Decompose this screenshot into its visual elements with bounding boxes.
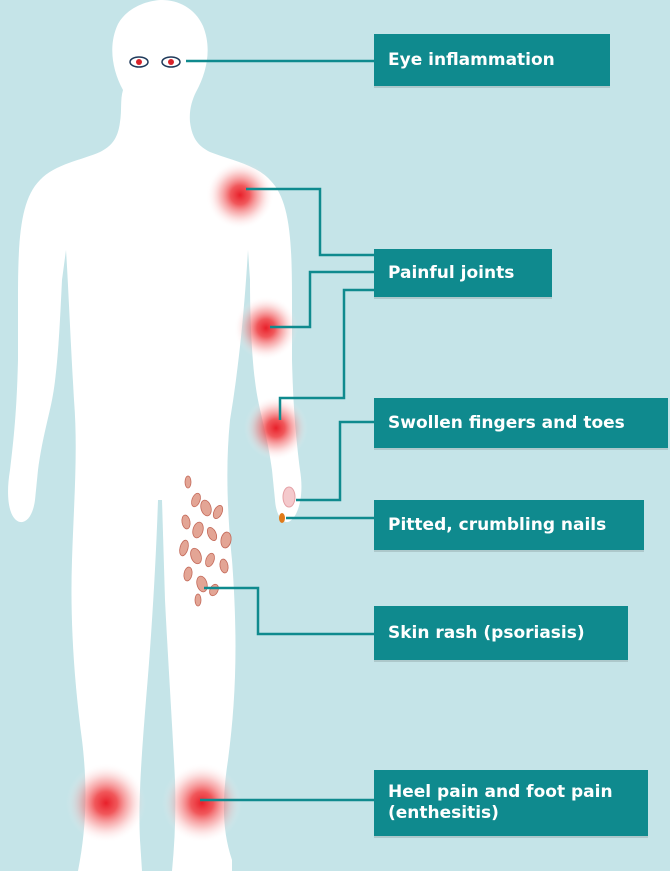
eye-icon: [130, 57, 148, 67]
label-pitted-nails-text: Pitted, crumbling nails: [388, 515, 606, 536]
label-heel-pain: Heel pain and foot pain (enthesitis): [374, 770, 648, 836]
inflammation-glow-icon: [206, 161, 274, 229]
inflammation-glow-icon: [162, 763, 242, 843]
label-painful-joints-text: Painful joints: [388, 263, 514, 284]
label-swollen-fingers-text: Swollen fingers and toes: [388, 413, 625, 434]
label-heel-pain-line2: (enthesitis): [388, 803, 499, 824]
eye-icon: [162, 57, 180, 67]
label-skin-rash-text: Skin rash (psoriasis): [388, 623, 585, 644]
swollen-finger-icon: [283, 487, 295, 507]
connector-wrist: [280, 290, 376, 420]
nail-icon: [279, 513, 285, 523]
label-pitted-nails: Pitted, crumbling nails: [374, 500, 644, 550]
label-eye-inflammation: Eye inflammation: [374, 34, 610, 86]
label-heel-pain-line1: Heel pain and foot pain: [388, 782, 613, 803]
label-skin-rash: Skin rash (psoriasis): [374, 606, 628, 660]
label-eye-inflammation-text: Eye inflammation: [388, 50, 555, 71]
inflammation-glow-icon: [66, 763, 146, 843]
label-painful-joints: Painful joints: [374, 249, 552, 297]
inflammation-glow-icon: [244, 396, 308, 460]
connector-fingers: [296, 422, 376, 500]
label-swollen-fingers: Swollen fingers and toes: [374, 398, 668, 448]
